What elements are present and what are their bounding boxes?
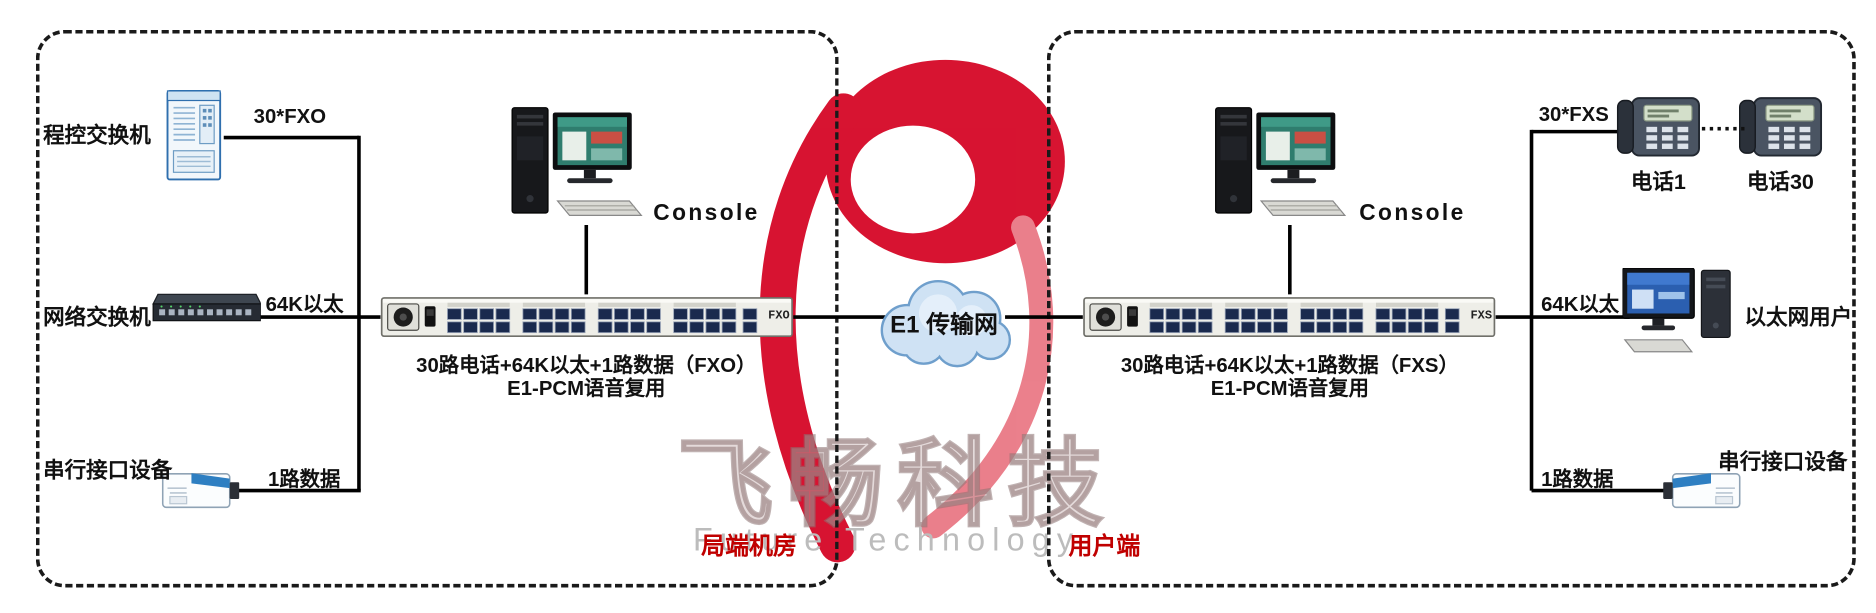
console-label-right: Console [1359,201,1466,227]
region-label-central-office: 局端机房 [701,533,797,560]
mux-caption-line1-left: 30路电话+64K以太+1路数据（FXO） [416,354,757,377]
link-label-30fxs: 30*FXS [1538,102,1609,126]
phone-1-icon [1615,91,1701,163]
e1-network-cloud-label: E1 传输网 [890,312,998,339]
serial-device-label-left: 串行接口设备 [43,458,173,483]
region-label-customer-side: 用户端 [1068,533,1141,560]
customer-side-boundary [1046,29,1856,588]
mux-port-type-label-right: FXS [1470,309,1493,324]
ethernet-user-label: 以太网用户 [1744,305,1853,330]
e1-mux-chassis-icon [1083,294,1496,339]
phone-30-icon [1737,91,1823,163]
mux-caption-line2-right: E1-PCM语音复用 [1210,376,1369,400]
link-label-1data-right: 1路数据 [1541,467,1614,491]
phone-30-label: 电话30 [1746,169,1814,194]
watermark-chinese-text: 飞畅科技 [676,430,1118,539]
console-pc-icon-left [510,103,644,225]
serial-device-label-right: 串行接口设备 [1718,449,1848,474]
ethernet-user-pc-icon [1622,268,1737,354]
mux-port-type-label-left: FXO [768,309,790,324]
console-label-left: Console [653,201,760,227]
link-label-30fxo: 30*FXO [253,105,327,129]
link-label-1data-left: 1路数据 [268,467,341,491]
ethernet-switch-icon [151,290,261,326]
e1-mux-chassis-icon [380,294,793,339]
link-label-64k-eth-left: 64K以太 [265,293,344,316]
console-pc-icon-right [1213,103,1347,225]
watermark-english-text: Future Technology [692,521,1081,558]
mux-caption-line2-left: E1-PCM语音复用 [507,376,666,400]
pbx-label: 程控交换机 [43,123,151,148]
central-office-boundary [35,29,839,588]
e1-mux-fxo-device: FXO [380,294,793,339]
pbx-switch-icon [164,89,224,182]
phones-ellipsis: ...... [1700,110,1748,137]
link-label-64k-eth-right: 64K以太 [1541,293,1620,316]
network-switch-label: 网络交换机 [43,305,151,330]
e1-mux-fxs-device: FXS [1083,294,1496,339]
mux-caption-line1-right: 30路电话+64K以太+1路数据（FXS） [1120,354,1459,377]
phone-1-label: 电话1 [1630,169,1686,194]
